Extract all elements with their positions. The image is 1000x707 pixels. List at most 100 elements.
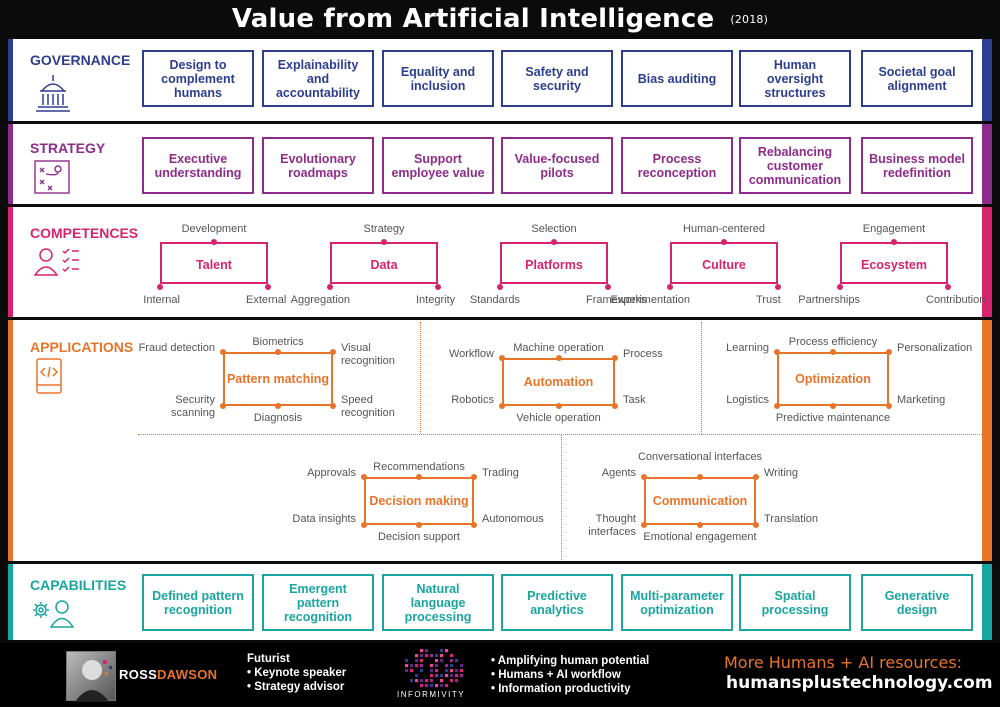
application-label-bl: Thought interfaces xyxy=(588,513,636,538)
application-label-tl: Approvals xyxy=(307,467,356,479)
governance-label: GOVERNANCE xyxy=(30,52,131,68)
application-box: Automation xyxy=(502,358,615,406)
connector-dot xyxy=(211,239,217,245)
connector-dot xyxy=(265,284,271,290)
connector-dot xyxy=(220,403,226,409)
connector-dot xyxy=(499,403,505,409)
roles-title: Futurist xyxy=(247,653,290,665)
playbook-icon xyxy=(34,160,70,194)
connector-dot xyxy=(612,403,618,409)
competence-right-label: Trust xyxy=(756,294,781,306)
application-label-tl: Agents xyxy=(601,467,636,479)
connector-dot xyxy=(330,349,336,355)
competence-left-label: Partnerships xyxy=(798,294,860,306)
strategy-item: Value-focused pilots xyxy=(501,137,613,194)
competence-top-label: Engagement xyxy=(862,223,926,235)
cta-text: More Humans + AI resources: xyxy=(724,653,963,672)
phone-code-icon xyxy=(36,358,62,394)
connector-dot xyxy=(361,522,367,528)
application-label-bl: Security scanning xyxy=(170,394,215,419)
connector-dot xyxy=(275,403,281,409)
governance-item: Societal goal alignment xyxy=(861,50,973,107)
capabilities-item: Generative design xyxy=(861,574,973,631)
capitol-icon xyxy=(36,75,70,112)
governance-item: Safety and security xyxy=(501,50,613,107)
connector-dot xyxy=(555,355,562,361)
capabilities-item: Multi-parameter optimization xyxy=(621,574,733,631)
competence-title: Ecosystem xyxy=(860,258,927,272)
connector-dot xyxy=(612,355,618,361)
connector-dot xyxy=(330,403,336,409)
governance-item: Design to complement humans xyxy=(142,50,254,107)
application-label-tr: Writing xyxy=(764,467,799,479)
year-label: (2018) xyxy=(730,13,769,26)
strategy-item: Rebalancing customer communication xyxy=(739,137,851,194)
connector-dot xyxy=(275,349,281,355)
competences-label: COMPETENCES xyxy=(30,225,139,241)
governance-item: Bias auditing xyxy=(621,50,733,107)
connector-dot xyxy=(775,284,781,290)
informivity-logo-icon xyxy=(405,649,464,688)
competence-title: Talent xyxy=(196,258,232,272)
application-label-tr: Personalization xyxy=(897,342,973,354)
strategy-label: STRATEGY xyxy=(30,140,106,156)
application-label-top: Machine operation xyxy=(513,342,604,354)
application-box: Pattern matching xyxy=(223,352,333,406)
competence-right-label: External xyxy=(246,294,287,306)
application-label-top: Conversational interfaces xyxy=(637,451,763,463)
connector-dot xyxy=(327,284,333,290)
competence-top-label: Strategy xyxy=(363,223,405,235)
application-label-br: Task xyxy=(623,394,646,406)
applications-divider xyxy=(420,322,421,434)
strategy-item: Process reconception xyxy=(621,137,733,194)
connector-dot xyxy=(886,403,892,409)
competence-right-label: Integrity xyxy=(416,294,456,306)
application-label-top: Biometrics xyxy=(252,336,304,348)
application-label-tl: Fraud detection xyxy=(138,342,215,354)
connector-dot xyxy=(886,349,892,355)
application-box: Optimization xyxy=(777,352,889,406)
applications-divider xyxy=(561,434,562,560)
competence-top-label: Selection xyxy=(531,223,577,235)
connector-dot xyxy=(697,474,703,480)
application-label-top: Recommendations xyxy=(373,461,465,473)
capabilities-item: Emergent pattern recognition xyxy=(262,574,374,631)
application-label-bl: Logistics xyxy=(726,394,769,406)
competence-right-label: Frameworks xyxy=(586,294,647,306)
applications-label: APPLICATIONS xyxy=(30,339,134,355)
application-label-br: Autonomous xyxy=(482,513,544,525)
person-checklist-icon xyxy=(34,248,79,276)
capabilities-item: Spatial processing xyxy=(739,574,851,631)
governance-item: Human oversight structures xyxy=(739,50,851,107)
competence-top-label: Development xyxy=(181,223,247,235)
connector-dot xyxy=(837,284,843,290)
strategy-item: Executive understanding xyxy=(142,137,254,194)
capabilities-panel: CAPABILITIES Defined pattern recognition… xyxy=(8,564,992,640)
competence-left-label: Standards xyxy=(469,294,520,306)
competence-title: Data xyxy=(370,258,398,272)
application-label-bottom: Vehicle operation xyxy=(516,412,601,424)
connector-dot xyxy=(605,284,611,290)
connector-dot xyxy=(555,403,562,409)
application-label-bottom: Emotional engagement xyxy=(643,531,757,543)
application-label-bottom: Diagnosis xyxy=(253,412,303,424)
governance-item: Equality and inclusion xyxy=(382,50,494,107)
application-box: Decision making xyxy=(364,477,474,525)
connector-dot xyxy=(667,284,673,290)
connector-dot xyxy=(497,284,503,290)
connector-dot xyxy=(220,349,226,355)
competence-top-label: Human-centered xyxy=(683,223,765,235)
informivity-bullet: • Amplifying human potential xyxy=(491,655,650,667)
connector-dot xyxy=(381,239,387,245)
connector-dot xyxy=(641,474,647,480)
connector-dot xyxy=(471,474,477,480)
connector-dot xyxy=(157,284,163,290)
capabilities-item: Defined pattern recognition xyxy=(142,574,254,631)
connector-dot xyxy=(551,239,557,245)
website-link[interactable]: humansplustechnology.com xyxy=(726,673,993,693)
application-label-bottom: Decision support xyxy=(378,531,460,543)
connector-dot xyxy=(361,474,367,480)
